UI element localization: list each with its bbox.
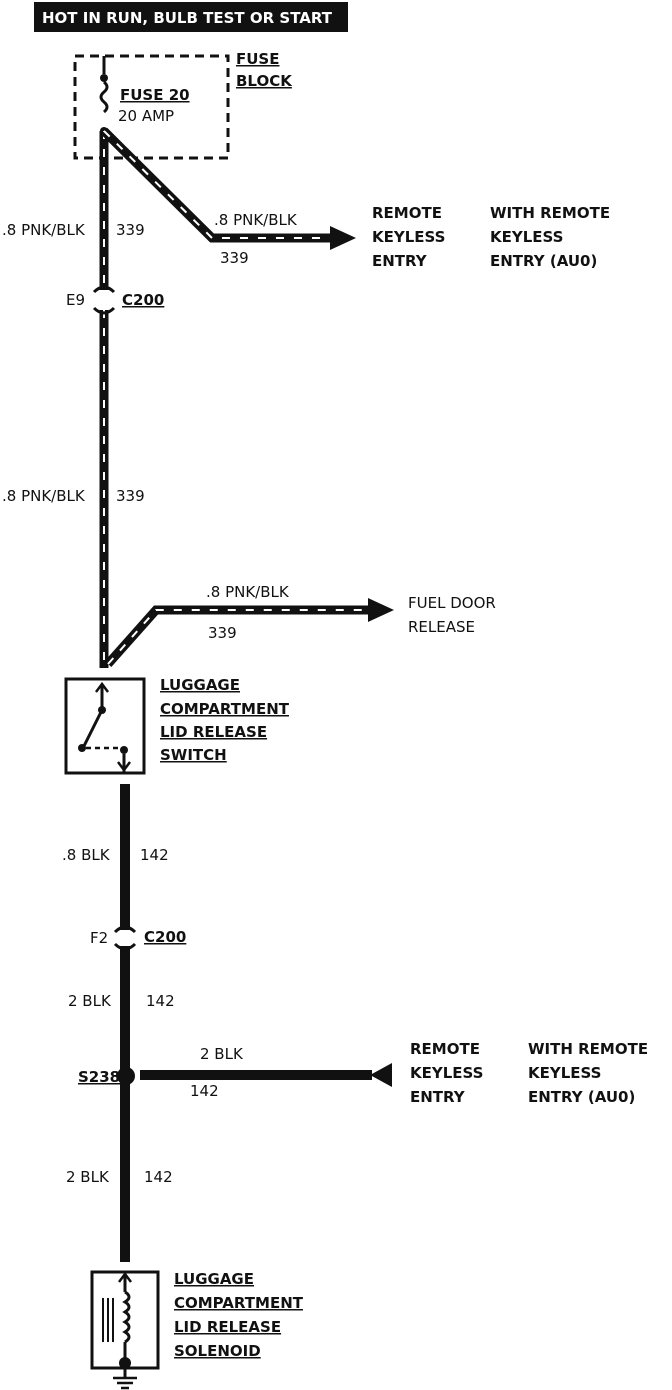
header-banner [34,2,348,32]
connector1-pin: E9 [66,291,85,309]
wire3-circuit: 339 [116,487,145,505]
rke-bottom-cond3: ENTRY (AU0) [528,1088,635,1106]
wire7-gauge: 2 BLK [200,1045,244,1063]
wire-339-branch-rke [100,127,356,250]
wire-339-branch-fuel [104,598,394,667]
wire5-circuit: 142 [140,846,169,864]
fuel-line2: RELEASE [408,618,475,636]
wire6-gauge: 2 BLK [68,992,112,1010]
switch-line2: COMPARTMENT [160,700,290,718]
switch-line3: LID RELEASE [160,723,267,741]
wire5-gauge: .8 BLK [62,846,111,864]
wire6-circuit: 142 [146,992,175,1010]
fuse-block-label-2: BLOCK [236,72,293,90]
splice-s238 [117,1067,135,1085]
rke-top-cond3: ENTRY (AU0) [490,252,597,270]
fuse-block-label-1: FUSE [236,50,279,68]
wire3-gauge: .8 PNK/BLK [2,487,86,505]
rke-bottom-line3: ENTRY [410,1088,466,1106]
rke-bottom-cond2: KEYLESS [528,1064,601,1082]
rke-top-line3: ENTRY [372,252,428,270]
connector-c200-f2 [113,925,137,951]
connector1-name: C200 [122,291,164,309]
wire7-circuit: 142 [190,1082,219,1100]
rke-top-line2: KEYLESS [372,228,445,246]
ground-icon [113,1368,137,1390]
rke-bottom-line2: KEYLESS [410,1064,483,1082]
wire2-gauge: .8 PNK/BLK [214,211,298,229]
rke-top-cond1: WITH REMOTE [490,204,610,222]
fuel-line1: FUEL DOOR [408,594,496,612]
wire1-circuit: 339 [116,221,145,239]
rke-bottom-line1: REMOTE [410,1040,480,1058]
wire4-gauge: .8 PNK/BLK [206,583,290,601]
wire2-circuit: 339 [220,249,249,267]
fuse-rating: 20 AMP [118,107,174,125]
connector2-pin: F2 [90,929,108,947]
switch-line1: LUGGAGE [160,676,240,694]
wire-142-branch-rke [140,1063,392,1087]
solenoid-line2: COMPARTMENT [174,1294,304,1312]
connector-c200-e9 [92,285,116,315]
wire8-gauge: 2 BLK [66,1168,110,1186]
solenoid-line4: SOLENOID [174,1342,261,1360]
rke-bottom-cond1: WITH REMOTE [528,1040,648,1058]
rke-top-line1: REMOTE [372,204,442,222]
fuse-block [73,54,230,160]
solenoid-line3: LID RELEASE [174,1318,281,1336]
lid-release-switch [64,677,146,775]
wire1-gauge: .8 PNK/BLK [2,221,86,239]
switch-line4: SWITCH [160,746,227,764]
fuse-name: FUSE 20 [120,86,190,104]
connector2-name: C200 [144,928,186,946]
wire8-circuit: 142 [144,1168,173,1186]
rke-top-cond2: KEYLESS [490,228,563,246]
header-text: HOT IN RUN, BULB TEST OR START [42,9,333,27]
wire4-circuit: 339 [208,624,237,642]
splice-name: S238 [78,1068,120,1086]
lid-release-solenoid [90,1270,160,1370]
solenoid-line1: LUGGAGE [174,1270,254,1288]
